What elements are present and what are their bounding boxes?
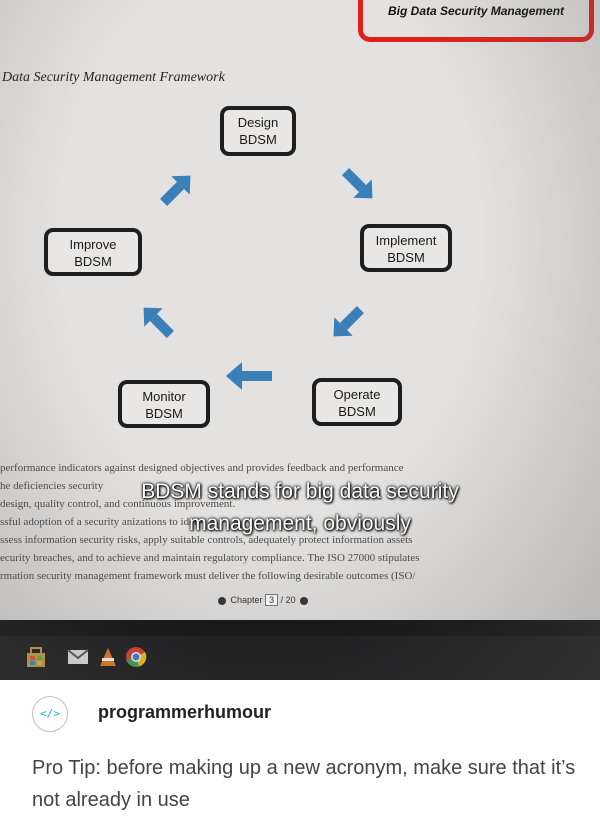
- node-sublabel: BDSM: [74, 254, 112, 269]
- doc-line: ssess information security risks, apply …: [0, 534, 413, 546]
- arrow-down-left-icon: [333, 306, 364, 337]
- next-page-icon[interactable]: [300, 596, 309, 605]
- node-label: Operate: [333, 387, 381, 402]
- doc-line: rmation security management framework mu…: [0, 570, 416, 582]
- doc-line: ssful adoption of a security anizations …: [0, 516, 204, 528]
- pager-current[interactable]: 3: [265, 594, 279, 606]
- callout-text: Big Data Security Management: [388, 4, 565, 18]
- doc-line: performance indicators against designed …: [0, 462, 404, 474]
- cycle-node-improve: Improve BDSM: [44, 228, 142, 276]
- node-sublabel: BDSM: [387, 250, 425, 265]
- vlc-icon[interactable]: [96, 646, 120, 668]
- windows-taskbar: [0, 636, 600, 680]
- node-sublabel: BDSM: [338, 404, 376, 419]
- code-icon: </>: [40, 707, 60, 720]
- meme-caption-line-1: BDSM stands for big data security: [141, 480, 459, 503]
- post-caption: Pro Tip: before making up a new acronym,…: [32, 757, 576, 811]
- store-icon[interactable]: [24, 646, 48, 668]
- arrow-up-right-icon: [160, 175, 191, 206]
- arrow-up-left-icon: [143, 307, 174, 338]
- cycle-node-monitor: Monitor BDSM: [118, 380, 210, 428]
- cycle-node-design: Design BDSM: [220, 106, 296, 156]
- node-sublabel: BDSM: [145, 406, 183, 421]
- node-label: Implement: [375, 233, 437, 248]
- doc-line: ecurity breaches, and to achieve and mai…: [0, 552, 420, 564]
- cycle-node-operate: Operate BDSM: [312, 378, 402, 426]
- node-label: Monitor: [142, 389, 186, 404]
- post-header: </> programmerhumour: [32, 692, 592, 732]
- framework-title: Data Security Management Framework: [2, 70, 225, 85]
- username-link[interactable]: programmerhumour: [98, 702, 272, 722]
- arrow-down-right-icon: [342, 168, 373, 199]
- pager-prefix: Chapter: [230, 595, 263, 605]
- pager-total: / 20: [280, 595, 296, 605]
- arrow-left-icon: [226, 362, 272, 390]
- node-label: Design: [237, 115, 279, 130]
- chrome-icon[interactable]: [124, 646, 148, 668]
- doc-line: design, quality control, and continuous …: [0, 498, 236, 510]
- cycle-node-implement: Implement BDSM: [360, 224, 452, 272]
- chapter-pager: Chapter 3 / 20: [216, 594, 310, 606]
- meme-photo: Big Data Security Management Data Securi…: [0, 0, 600, 680]
- highlight-callout-box: [358, 0, 594, 42]
- meme-caption-line-2: management, obviously: [189, 512, 411, 535]
- mail-icon[interactable]: [66, 646, 90, 668]
- avatar[interactable]: </>: [32, 696, 68, 732]
- prev-page-icon[interactable]: [218, 596, 226, 605]
- node-sublabel: BDSM: [239, 132, 277, 147]
- document-body-text: performance indicators against designed …: [0, 458, 600, 608]
- node-label: Improve: [69, 237, 117, 252]
- doc-line: he deficiencies security: [0, 480, 104, 492]
